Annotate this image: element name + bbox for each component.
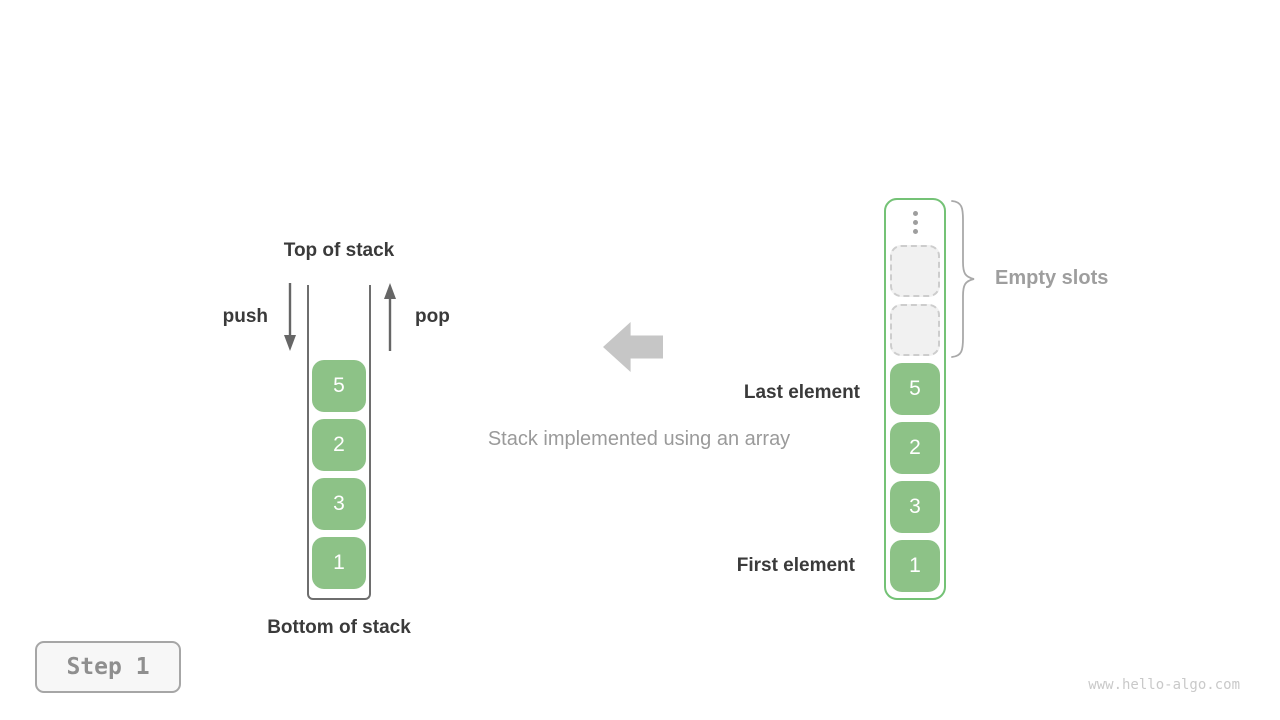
array-cell: 1 (890, 540, 940, 592)
curly-brace-icon (951, 200, 975, 358)
stack-cell: 1 (312, 537, 366, 589)
watermark: www.hello-algo.com (1088, 677, 1240, 693)
left-block-arrow-icon (603, 322, 663, 372)
first-element-label: First element (736, 555, 855, 576)
array-container: 5 2 3 1 (884, 198, 946, 600)
empty-slot (890, 304, 940, 356)
stack-cell: 2 (312, 419, 366, 471)
empty-slots-label: Empty slots (995, 267, 1109, 289)
array-cell: 2 (890, 422, 940, 474)
pop-up-arrow-icon (384, 283, 396, 351)
step-badge: Step 1 (35, 641, 181, 693)
stack-title: Top of stack (283, 240, 395, 261)
diagram-caption: Stack implemented using an array (487, 428, 791, 450)
stack-bottom-label: Bottom of stack (267, 617, 411, 638)
last-element-label: Last element (743, 382, 860, 403)
empty-slot (890, 245, 940, 297)
push-label: push (222, 306, 268, 327)
array-cell: 5 (890, 363, 940, 415)
stack-container: 5 2 3 1 (307, 285, 371, 600)
stack-cell: 3 (312, 478, 366, 530)
push-down-arrow-icon (284, 283, 296, 351)
vertical-ellipsis-icon (912, 206, 918, 238)
array-cell: 3 (890, 481, 940, 533)
stack-cell: 5 (312, 360, 366, 412)
pop-label: pop (415, 306, 450, 327)
